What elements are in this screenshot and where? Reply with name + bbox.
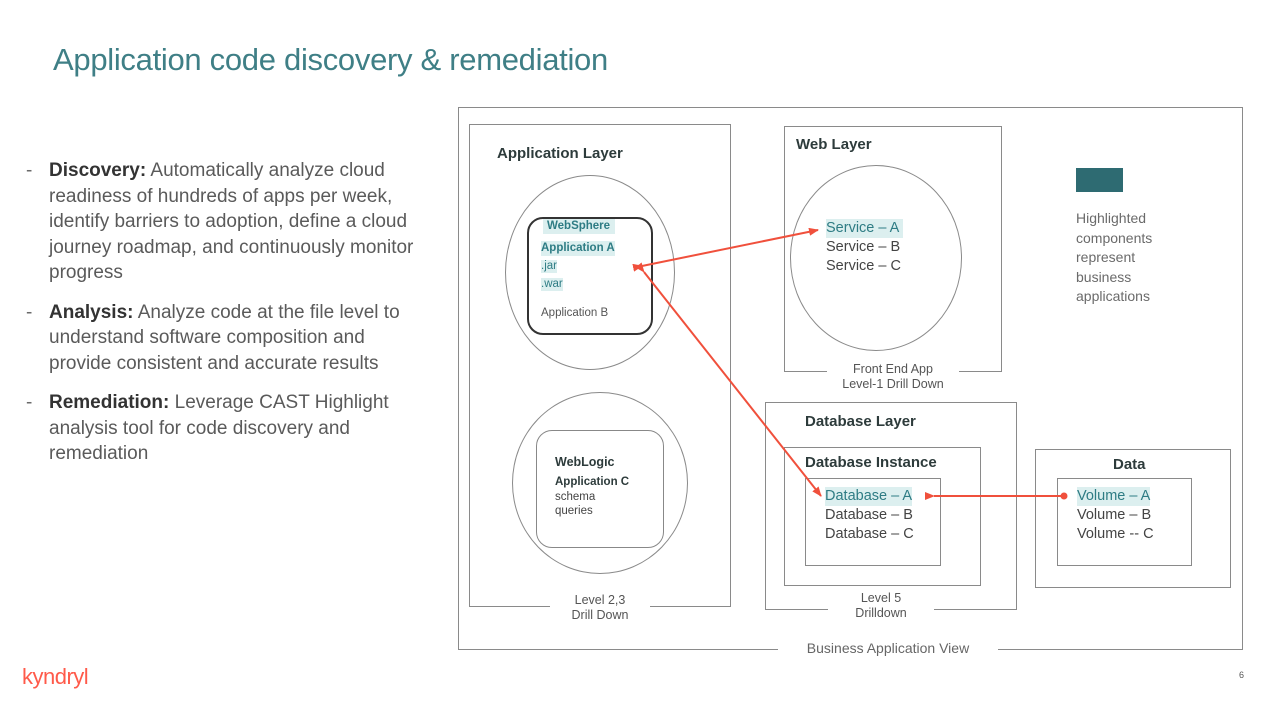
bullet-remediation: - Remediation: Leverage CAST Highlight a…	[26, 390, 416, 467]
database-b: Database – B	[825, 507, 913, 523]
page-number: 6	[1239, 670, 1245, 680]
footer-line1: Front End App	[853, 362, 933, 376]
slide-title: Application code discovery & remediation	[53, 42, 608, 77]
services-list: Service – A Service – B Service – C	[826, 219, 904, 276]
bullet-discovery: - Discovery: Automatically analyze cloud…	[26, 158, 416, 286]
application-layer-title: Application Layer	[497, 145, 623, 162]
bullet-dash: -	[26, 301, 33, 323]
volume-a: Volume – A	[1077, 487, 1151, 506]
websphere-title: WebSphere	[543, 219, 615, 234]
bullet-text: Automatically analyze cloud readiness of…	[49, 160, 414, 283]
database-instance-title: Database Instance	[805, 454, 937, 471]
bullet-term: Remediation:	[49, 392, 170, 413]
bullet-dash: -	[26, 392, 33, 413]
schema-item: schema	[555, 491, 596, 503]
database-c: Database – C	[825, 526, 914, 542]
application-a: Application A	[541, 241, 615, 256]
application-b: Application B	[541, 307, 609, 319]
volume-c: Volume -- C	[1077, 526, 1154, 542]
footer-line1: Level 2,3	[574, 593, 626, 607]
bullet-text: Analyze code at the file level to unders…	[49, 301, 400, 374]
databases-box	[805, 478, 941, 566]
web-layer-footer: Front End App Level-1 Drill Down	[827, 362, 959, 392]
application-layer-footer: Level 2,3 Drill Down	[550, 593, 650, 623]
queries-item: queries	[555, 505, 593, 517]
database-instance-box	[784, 447, 981, 586]
footer-line2: Drill Down	[571, 608, 629, 622]
weblogic-title: WebLogic	[555, 455, 615, 469]
footer-line2: Drilldown	[855, 606, 907, 620]
bullet-term: Analysis:	[49, 301, 134, 323]
jar-file: .jar	[541, 260, 557, 273]
volumes-list: Volume – A Volume – B Volume -- C	[1077, 487, 1154, 544]
kyndryl-logo: kyndryl	[22, 664, 89, 689]
weblogic-content: WebLogic Application C schema queries	[555, 455, 629, 518]
database-layer-title: Database Layer	[805, 413, 916, 430]
data-box	[1035, 449, 1231, 588]
web-layer-title: Web Layer	[796, 136, 872, 153]
data-title: Data	[1113, 456, 1146, 473]
legend-text: Highlighted components represent busines…	[1076, 210, 1153, 304]
websphere-content: WebSphere Application A .jar .war Applic…	[541, 219, 615, 321]
bullet-term: Discovery:	[49, 160, 147, 181]
footer-line1: Level 5	[860, 591, 902, 605]
bullet-dash: -	[26, 160, 33, 181]
database-layer-footer: Level 5 Drilldown	[828, 591, 934, 621]
bullet-list: - Discovery: Automatically analyze cloud…	[26, 158, 416, 481]
bullet-analysis: - Analysis: Analyze code at the file lev…	[26, 300, 416, 377]
volume-b: Volume – B	[1077, 507, 1152, 523]
service-a: Service – A	[826, 219, 904, 238]
legend-swatch	[1076, 168, 1123, 192]
service-c: Service – C	[826, 258, 901, 274]
bullet-text: Leverage CAST Highlight analysis tool fo…	[49, 392, 389, 464]
database-a: Database – A	[825, 487, 913, 506]
business-application-view-label: Business Application View	[778, 640, 998, 656]
databases-list: Database – A Database – B Database – C	[825, 487, 914, 544]
volumes-box	[1057, 478, 1192, 566]
application-c: Application C	[555, 476, 630, 488]
service-b: Service – B	[826, 239, 901, 255]
footer-line2: Level-1 Drill Down	[842, 377, 944, 391]
war-file: .war	[541, 278, 563, 291]
